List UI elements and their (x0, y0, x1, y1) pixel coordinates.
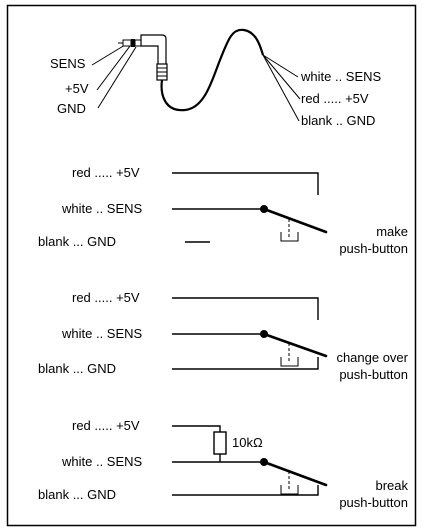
circuit-make-blank-label: blank ... GND (38, 234, 116, 249)
connector-section: SENS +5V GND white .. SENS red ..... +5V… (50, 28, 382, 128)
circuit-changeover: red ..... +5V white .. SENS blank ... GN… (38, 290, 409, 382)
jack-plug-icon (118, 34, 168, 81)
wire-label-blank: blank .. GND (301, 113, 375, 128)
cable-wire-3 (262, 54, 300, 122)
circuit-break-caption-1: break (375, 478, 408, 493)
cable (160, 28, 265, 112)
switch-changeover-icon (260, 330, 328, 367)
wire-label-white: white .. SENS (300, 69, 382, 84)
circuit-changeover-gnd-wire (172, 357, 319, 370)
plug-pointer-gnd (97, 46, 137, 109)
plug-pointer-5v (96, 45, 131, 91)
circuit-break-caption-2: push-button (339, 495, 408, 510)
circuit-make-white-label: white .. SENS (61, 201, 143, 216)
circuit-make-caption-2: push-button (339, 241, 408, 256)
circuit-break: red ..... +5V white .. SENS blank ... GN… (38, 418, 408, 510)
plug-label-sens: SENS (50, 56, 86, 71)
circuit-break-red-label: red ..... +5V (72, 418, 140, 433)
circuit-make: red ..... +5V white .. SENS blank ... GN… (38, 165, 408, 256)
resistor-icon (213, 431, 227, 455)
plug-pointer-sens (91, 44, 126, 66)
circuit-changeover-caption-1: change over (336, 350, 408, 365)
circuit-changeover-blank-label: blank ... GND (38, 361, 116, 376)
switch-break-icon (260, 458, 328, 495)
resistor-label: 10kΩ (232, 435, 263, 450)
circuit-make-caption-1: make (376, 224, 408, 239)
plug-label-gnd: GND (57, 101, 86, 116)
circuit-break-white-label: white .. SENS (61, 454, 143, 469)
circuit-break-5v-wire (172, 425, 221, 432)
cable-wire-2 (262, 54, 301, 100)
plug-label-5v: +5V (65, 81, 89, 96)
circuit-break-blank-label: blank ... GND (38, 487, 116, 502)
diagram-frame (6, 4, 417, 527)
switch-make-icon (260, 205, 328, 242)
cable-wire-1 (262, 54, 299, 78)
circuit-changeover-5v-wire (172, 297, 319, 320)
wire-label-red: red ..... +5V (301, 91, 369, 106)
circuit-make-red-label: red ..... +5V (72, 165, 140, 180)
circuit-break-gnd-wire (172, 485, 319, 496)
circuit-changeover-red-label: red ..... +5V (72, 290, 140, 305)
circuit-make-5v-wire (172, 172, 319, 195)
circuit-changeover-white-label: white .. SENS (61, 326, 143, 341)
circuit-changeover-caption-2: push-button (339, 367, 408, 382)
